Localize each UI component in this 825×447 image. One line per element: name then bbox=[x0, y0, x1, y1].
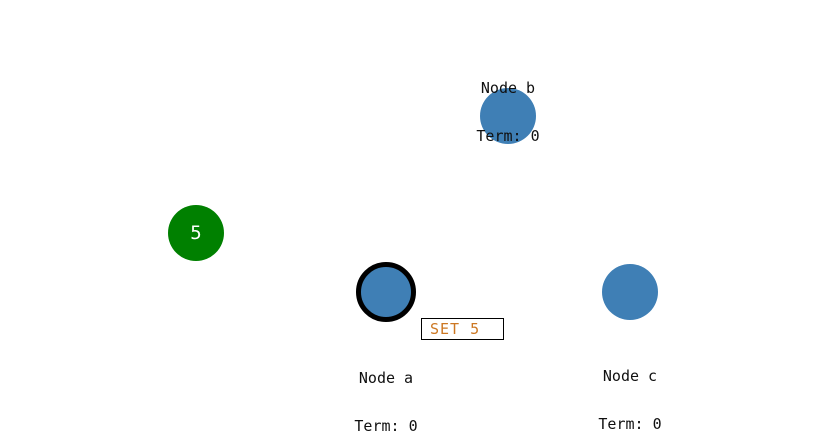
node-b-name: Node b bbox=[480, 79, 536, 97]
node-c-label: Node c Term: 0 bbox=[530, 336, 730, 447]
message-token[interactable]: 5 bbox=[168, 205, 224, 261]
node-c-circle[interactable] bbox=[602, 264, 658, 320]
set-command-box[interactable]: SET 5 bbox=[421, 318, 504, 340]
node-b-label: Node b Term: 0 bbox=[408, 48, 608, 176]
node-b-term: Term: 0 bbox=[476, 127, 540, 145]
node-c-term: Term: 0 bbox=[598, 415, 662, 433]
node-a-name: Node a bbox=[358, 369, 414, 387]
node-c-name: Node c bbox=[602, 367, 658, 385]
node-a-label: Node a Term: 0 bbox=[286, 338, 486, 447]
node-a-circle[interactable] bbox=[356, 262, 416, 322]
node-b-circle[interactable] bbox=[480, 88, 536, 144]
node-a-term: Term: 0 bbox=[354, 417, 418, 435]
